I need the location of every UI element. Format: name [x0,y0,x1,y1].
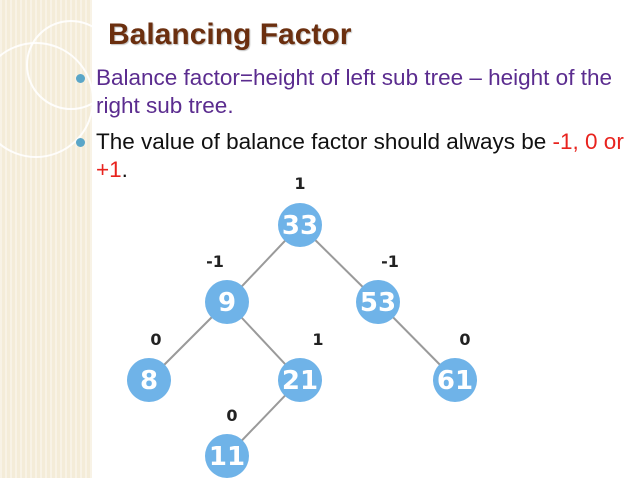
balance-factor-label: 0 [150,330,161,349]
bullet-item: The value of balance factor should alway… [74,128,630,184]
bullet-item: Balance factor=height of left sub tree –… [74,64,630,120]
tree-node-33: 33 1 [278,174,322,247]
node-value: 21 [282,366,318,396]
bullet-text: Balance factor=height of left sub tree –… [96,65,612,118]
bullet-text: The value of balance factor should alway… [96,129,553,154]
node-value: 8 [140,366,158,396]
balance-factor-label: 0 [226,406,237,425]
balance-factor-label: 0 [459,330,470,349]
balance-factor-label: -1 [206,252,224,271]
node-circle [205,280,249,324]
balance-factor-label: -1 [381,252,399,271]
node-value: 11 [209,442,245,472]
balance-factor-label: 1 [312,330,323,349]
tree-node-8: 80 [127,330,171,402]
node-value: 53 [360,288,396,318]
tree-node-53: 53 -1 [356,252,400,324]
node-value: 9 [218,288,236,318]
tree-node-21: 21 1 [278,330,324,402]
tree-edges [148,224,456,457]
node-circle [278,203,322,247]
node-circle [356,280,400,324]
node-circle [127,358,171,402]
bullet-dot-icon [76,74,85,83]
tree-node-11: 11 0 [205,406,249,478]
tree-node-61: 61 0 [433,330,477,402]
node-circle [278,358,322,402]
slide-title: Balancing Factor [108,18,352,51]
highlighted-range: -1, 0 or +1 [96,129,624,182]
node-value: 33 [282,211,318,241]
node-circle [433,358,477,402]
bullet-dot-icon [76,138,85,147]
bullet-text-end: . [121,157,128,182]
decorative-ring [26,20,116,110]
node-value: 61 [437,366,473,396]
bullet-list: Balance factor=height of left sub tree –… [74,64,630,192]
balance-factor-label: 1 [294,174,305,193]
tree-node-9: 9 -1 [205,252,249,324]
node-circle [205,434,249,478]
